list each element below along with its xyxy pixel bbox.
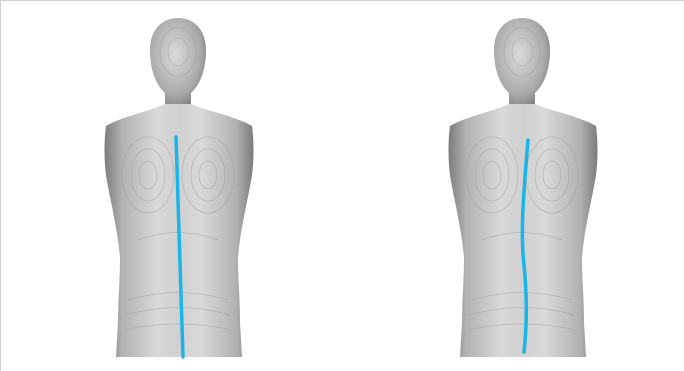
torso-3d-scan (68, 0, 288, 371)
torso-3d-scan (412, 0, 632, 371)
head-shape (150, 18, 206, 108)
head-shape (494, 18, 550, 108)
back-scan-straight-spine (68, 0, 288, 371)
back-scan-curved-spine (412, 0, 632, 371)
